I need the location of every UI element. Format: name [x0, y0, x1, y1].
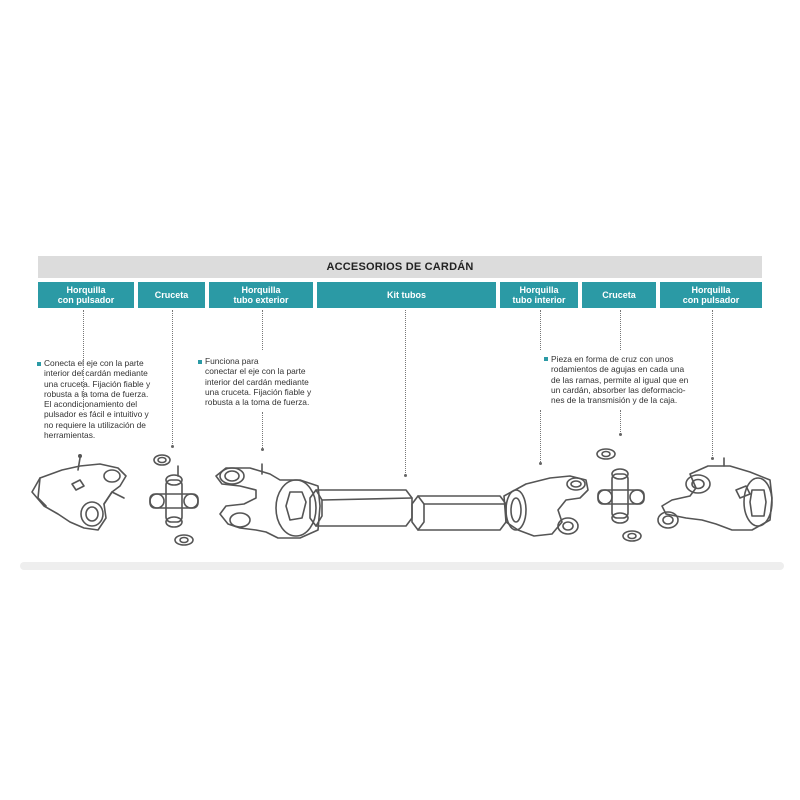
- tab-horquilla-pulsador-right[interactable]: Horquilla con pulsador: [660, 282, 762, 308]
- description-horquilla-tubo-exterior: Funciona para conectar el eje con la par…: [205, 356, 312, 408]
- inner-tube-yoke-icon: [503, 475, 589, 537]
- leader-endpoint: [711, 457, 714, 460]
- tab-horquilla-tubo-interior[interactable]: Horquilla tubo interior: [500, 282, 578, 308]
- drivetrain-illustration: [20, 448, 784, 570]
- leader-line: [712, 310, 713, 458]
- leader-line: [540, 310, 541, 350]
- cross-joint-icon: [149, 454, 199, 546]
- tab-horquilla-pulsador-left[interactable]: Horquilla con pulsador: [38, 282, 134, 308]
- leader-endpoint: [261, 448, 264, 451]
- page-title: ACCESORIOS DE CARDÁN: [38, 256, 762, 278]
- bullet-marker: [544, 357, 548, 361]
- bullet-marker: [37, 362, 41, 366]
- leader-line: [262, 310, 263, 350]
- tab-cruceta-left[interactable]: Cruceta: [138, 282, 205, 308]
- yoke-with-button-icon: [657, 457, 773, 531]
- leader-line: [83, 310, 84, 410]
- leader-endpoint: [404, 474, 407, 477]
- leader-line: [405, 310, 406, 475]
- cross-joint-icon: [596, 448, 645, 542]
- leader-line: [262, 412, 263, 448]
- leader-line: [540, 410, 541, 462]
- category-tabs: Horquilla con pulsador Cruceta Horquilla…: [38, 282, 762, 308]
- leader-line: [620, 310, 621, 350]
- leader-endpoint: [619, 433, 622, 436]
- tab-cruceta-right[interactable]: Cruceta: [582, 282, 656, 308]
- yoke-with-button-icon: [31, 454, 127, 531]
- leader-endpoint: [539, 462, 542, 465]
- tube-kit-icon: [309, 489, 507, 531]
- bullet-marker: [198, 360, 202, 364]
- leader-endpoint: [171, 445, 174, 448]
- description-cruceta: Pieza en forma de cruz con unos rodamien…: [551, 354, 689, 406]
- outer-tube-yoke-icon: [215, 463, 321, 539]
- description-horquilla-pulsador: Conecta el eje con la parte interior del…: [44, 358, 151, 441]
- leader-line: [620, 410, 621, 434]
- tab-kit-tubos[interactable]: Kit tubos: [317, 282, 496, 308]
- tab-horquilla-tubo-exterior[interactable]: Horquilla tubo exterior: [209, 282, 313, 308]
- leader-line: [172, 310, 173, 446]
